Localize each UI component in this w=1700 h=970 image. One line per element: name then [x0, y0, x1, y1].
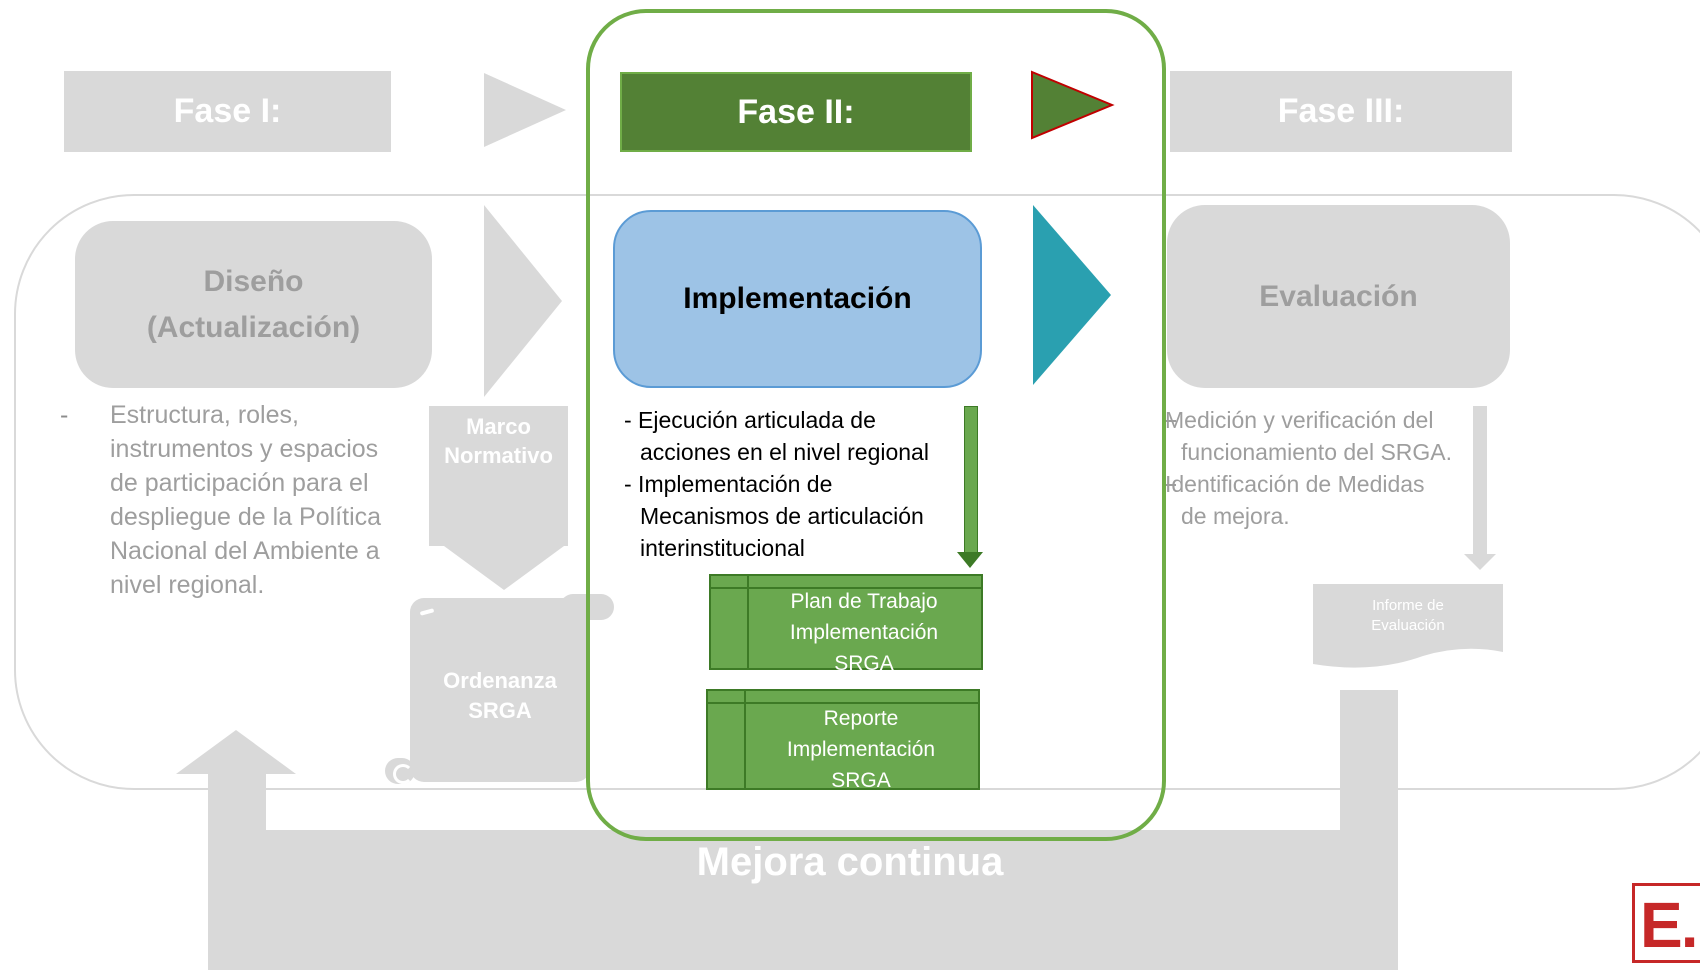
- implementation-description-line: - Implementación de: [624, 471, 833, 497]
- legal-framework-line2: Normativo: [444, 443, 553, 468]
- improvement-loop-left-bar: [208, 772, 266, 872]
- design-stage-box: Diseño (Actualización): [75, 221, 432, 388]
- work-plan-line1: Plan de Trabajo: [790, 590, 938, 613]
- design-description-line: instrumentos y espacios: [110, 435, 379, 463]
- legal-framework-label: Marco Normativo: [429, 412, 568, 470]
- design-description-line: de participación para el: [110, 469, 369, 497]
- design-description-line: despliegue de la Política: [110, 503, 382, 531]
- ordinance-line1: Ordenanza: [443, 668, 557, 693]
- logo-text: E. P: [1640, 889, 1700, 961]
- design-description: Estructura, roles, instrumentos y espaci…: [110, 398, 410, 602]
- ordinance-label: Ordenanza SRGA: [410, 666, 590, 726]
- evaluation-description: Medición y verificación del funcionamien…: [1165, 404, 1475, 532]
- evaluation-report-line2: Evaluación: [1371, 617, 1445, 634]
- evaluation-down-arrow-shaft: [1473, 406, 1487, 556]
- implementation-description: - Ejecución articulada de acciones en el…: [624, 404, 964, 564]
- implementation-report-line2: Implementación: [786, 738, 936, 761]
- design-description-line: Estructura, roles,: [110, 401, 299, 429]
- ordinance-scroll: [410, 598, 590, 782]
- work-plan-document: Plan de Trabajo Implementación SRGA: [709, 574, 983, 675]
- implementation-description-line: acciones en el nivel regional: [640, 439, 929, 465]
- implementation-report-document: Reporte Implementación SRGA: [706, 689, 980, 792]
- phase-2-header: Fase II:: [620, 72, 972, 152]
- evaluation-description-line: Identificación de Medidas: [1165, 471, 1425, 497]
- implementation-description-line: Mecanismos de articulación: [640, 503, 924, 529]
- evaluation-bullet-dash-1: [1166, 420, 1176, 422]
- implementation-down-arrowhead: [957, 552, 983, 568]
- phase-3-header: Fase III:: [1170, 71, 1512, 152]
- improvement-loop-arrowhead: [176, 730, 296, 774]
- legal-framework-line1: Marco: [466, 414, 531, 439]
- work-plan-line2: Implementación: [789, 621, 939, 644]
- phase-1-header: Fase I:: [64, 71, 391, 152]
- work-plan-line3: SRGA: [834, 652, 894, 675]
- evaluation-description-line: Medición y verificación del: [1165, 407, 1434, 433]
- design-to-implementation-arrow: [484, 205, 562, 397]
- evaluation-report-document: [1313, 584, 1503, 668]
- implementation-description-line: - Ejecución articulada de: [624, 407, 876, 433]
- design-stage-line2: (Actualización): [146, 310, 361, 344]
- design-description-line: Nacional del Ambiente a: [110, 537, 380, 565]
- implementation-report-line1: Reporte: [823, 707, 899, 730]
- design-bullet: -: [60, 401, 69, 429]
- evaluation-bullet-dash-2: [1166, 484, 1176, 486]
- evaluation-description-line: de mejora.: [1181, 503, 1290, 529]
- phase-1-arrow: [484, 73, 566, 147]
- implementation-description-line: interinstitucional: [640, 535, 805, 561]
- evaluation-description-line: funcionamiento del SRGA.: [1181, 439, 1453, 465]
- improvement-loop-bottom-bar: [208, 830, 1398, 970]
- design-description-line: nivel regional.: [110, 571, 265, 599]
- phase-2-arrow: [1031, 70, 1115, 140]
- implementation-to-evaluation-arrow: [1033, 205, 1111, 385]
- legal-framework-arrow-shaft: [429, 406, 568, 546]
- evaluation-stage-box: Evaluación: [1167, 205, 1510, 388]
- evaluation-report-line1: Informe de: [1372, 597, 1444, 614]
- design-stage-line1: Diseño: [203, 264, 304, 298]
- evaluation-report-label: Informe de Evaluación: [1313, 596, 1503, 636]
- ordinance-line2: SRGA: [468, 698, 532, 723]
- legal-framework-arrowhead: [444, 546, 564, 590]
- phase-2-highlight-frame: [586, 9, 1166, 841]
- evaluation-down-arrowhead: [1464, 554, 1496, 570]
- ordinance-curl-mark: [393, 764, 413, 784]
- implementation-report-line3: SRGA: [831, 769, 891, 792]
- continuous-improvement-label: Mejora continua: [696, 840, 1004, 884]
- implementation-stage-box: Implementación: [613, 210, 982, 388]
